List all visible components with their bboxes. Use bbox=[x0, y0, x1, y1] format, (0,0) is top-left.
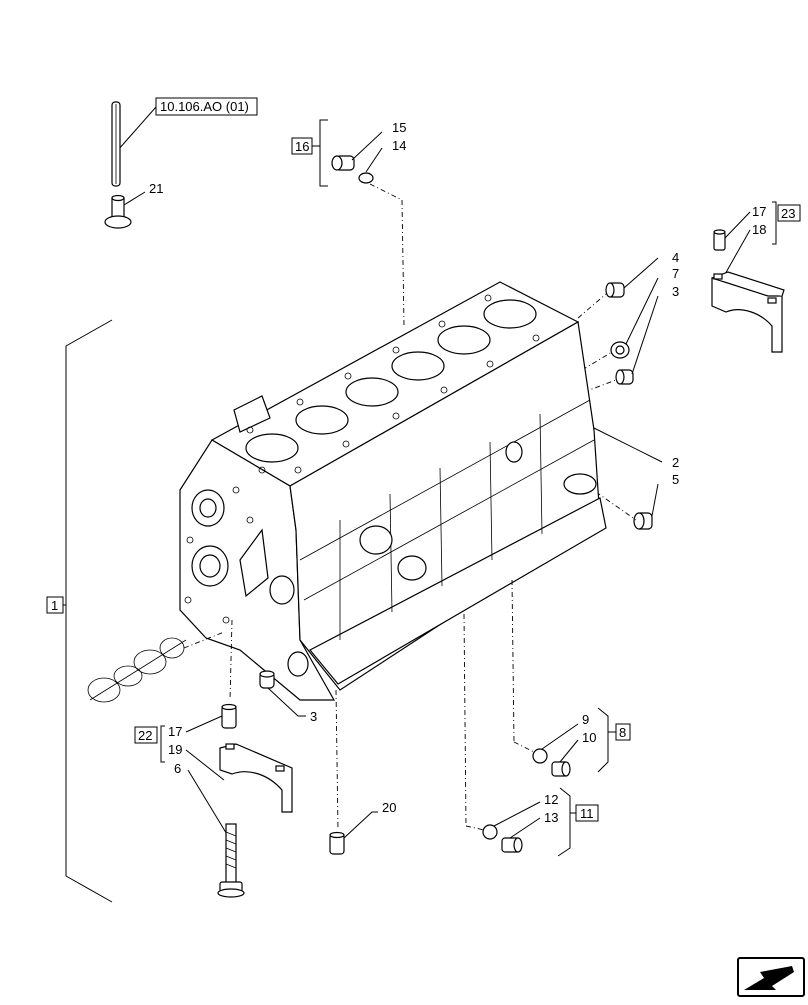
plug-3-bottom bbox=[259, 670, 275, 689]
callout-13: 13 bbox=[544, 810, 558, 825]
callout-11: 11 bbox=[580, 806, 594, 821]
dowel-17-top bbox=[713, 229, 726, 251]
callout-16: 16 bbox=[295, 139, 309, 154]
callout-12: 12 bbox=[544, 792, 558, 807]
callout-7: 7 bbox=[672, 266, 679, 281]
dowel-21 bbox=[104, 194, 132, 229]
callout-3-top: 3 bbox=[672, 284, 679, 299]
callout-1: 1 bbox=[51, 598, 58, 613]
bearing-cap-top bbox=[711, 271, 785, 353]
callout-14: 14 bbox=[392, 138, 406, 153]
callout-box-22 bbox=[134, 726, 158, 744]
callout-17-bottom: 17 bbox=[168, 724, 182, 739]
o-ring-12 bbox=[482, 824, 498, 840]
callout-17-top: 17 bbox=[752, 204, 766, 219]
cylinder-block bbox=[179, 281, 607, 701]
callout-2: 2 bbox=[672, 455, 679, 470]
long-stud bbox=[111, 101, 121, 187]
previous-page-arrow-icon[interactable] bbox=[737, 957, 805, 997]
callout-23: 23 bbox=[781, 206, 795, 221]
callout-5: 5 bbox=[672, 472, 679, 487]
callout-4: 4 bbox=[672, 250, 679, 265]
callout-3-bottom: 3 bbox=[310, 709, 317, 724]
crankshaft-fragment bbox=[87, 637, 187, 703]
callout-15: 15 bbox=[392, 120, 406, 135]
o-ring-14 bbox=[358, 172, 374, 184]
dowel-20 bbox=[329, 831, 345, 855]
bushing-7 bbox=[610, 341, 630, 359]
callout-21: 21 bbox=[149, 181, 163, 196]
plug-5 bbox=[633, 512, 653, 530]
plug-13 bbox=[501, 837, 523, 853]
callout-20: 20 bbox=[382, 800, 396, 815]
reference-link[interactable]: 10.106.AO (01) bbox=[155, 97, 258, 116]
o-ring-9 bbox=[532, 748, 548, 764]
plug-3-top bbox=[615, 369, 634, 385]
callout-8: 8 bbox=[619, 725, 626, 740]
callout-22: 22 bbox=[138, 728, 152, 743]
callout-box-11 bbox=[575, 804, 599, 822]
callout-19: 19 bbox=[168, 742, 182, 757]
callout-18: 18 bbox=[752, 222, 766, 237]
reference-label: 10.106.AO (01) bbox=[160, 99, 249, 114]
bearing-cap-bottom bbox=[219, 743, 293, 813]
plug-15 bbox=[331, 155, 355, 171]
bolt-6 bbox=[217, 823, 245, 898]
dowel-17-bottom bbox=[221, 703, 237, 729]
callout-box-23 bbox=[777, 204, 801, 222]
plug-10 bbox=[551, 761, 571, 777]
plug-4 bbox=[605, 282, 625, 298]
callout-9: 9 bbox=[582, 712, 589, 727]
callout-6: 6 bbox=[174, 761, 181, 776]
callout-10: 10 bbox=[582, 730, 596, 745]
callout-box-8 bbox=[615, 723, 631, 741]
